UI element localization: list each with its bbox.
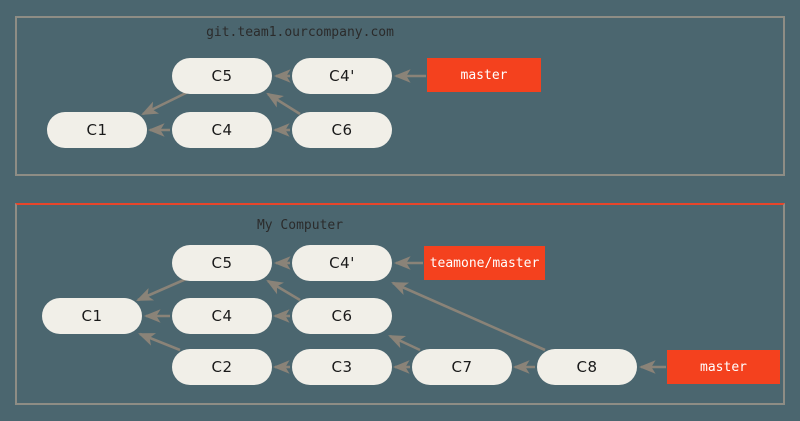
commit-node[interactable]: C6 [292, 112, 392, 148]
commit-node[interactable]: C7 [412, 349, 512, 385]
panel-local-title: My Computer [256, 218, 344, 233]
commit-node[interactable]: C5 [172, 245, 272, 281]
branch-ref-label[interactable]: teamone/master [424, 246, 545, 280]
branch-ref-label[interactable]: master [667, 350, 780, 384]
commit-node[interactable]: C4 [172, 298, 272, 334]
panel-remote-title: git.team1.ourcompany.com [206, 25, 394, 40]
commit-node[interactable]: C8 [537, 349, 637, 385]
commit-node[interactable]: C1 [47, 112, 147, 148]
commit-node[interactable]: C4' [292, 58, 392, 94]
commit-node[interactable]: C4 [172, 112, 272, 148]
commit-node[interactable]: C5 [172, 58, 272, 94]
commit-node[interactable]: C3 [292, 349, 392, 385]
commit-node[interactable]: C2 [172, 349, 272, 385]
branch-ref-label[interactable]: master [427, 58, 541, 92]
commit-node[interactable]: C6 [292, 298, 392, 334]
commit-node[interactable]: C4' [292, 245, 392, 281]
commit-node[interactable]: C1 [42, 298, 142, 334]
panel-remote-repository [15, 16, 785, 176]
panel-local-repository [15, 203, 785, 405]
